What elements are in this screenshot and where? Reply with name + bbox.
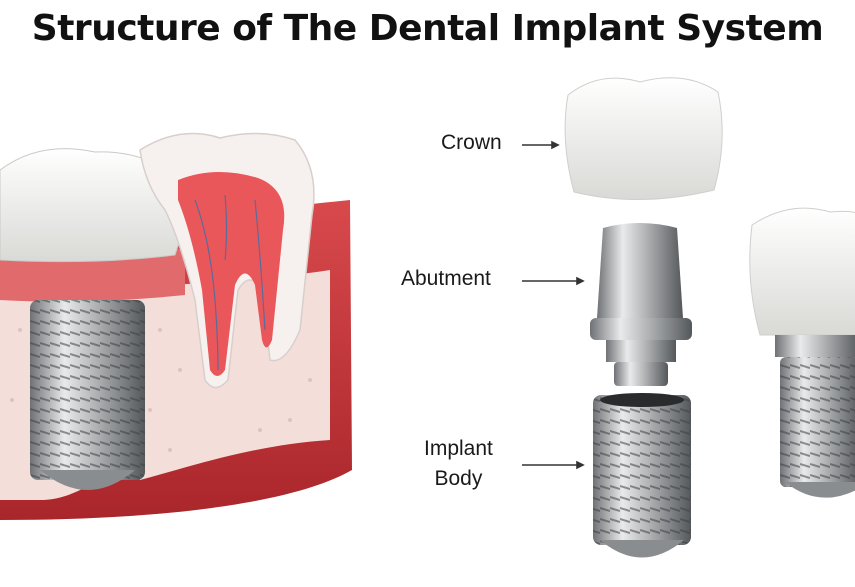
label-pointers [522, 140, 585, 470]
jaw-cross-section [0, 132, 352, 520]
crown-label: Crown [441, 131, 502, 154]
implant-body-label-line1: Implant [424, 437, 493, 460]
diagram-title: Structure of The Dental Implant System [31, 8, 824, 49]
implant-body-label: Implant Body [424, 434, 493, 494]
exploded-crown [564, 77, 723, 200]
natural-tooth [139, 132, 315, 389]
exploded-abutment [590, 223, 692, 386]
embedded-implant [30, 300, 145, 490]
abutment-label: Abutment [401, 267, 491, 290]
implant-body-label-line2: Body [434, 467, 483, 490]
assembled-implant [749, 207, 855, 498]
exploded-implant-body [593, 393, 691, 558]
